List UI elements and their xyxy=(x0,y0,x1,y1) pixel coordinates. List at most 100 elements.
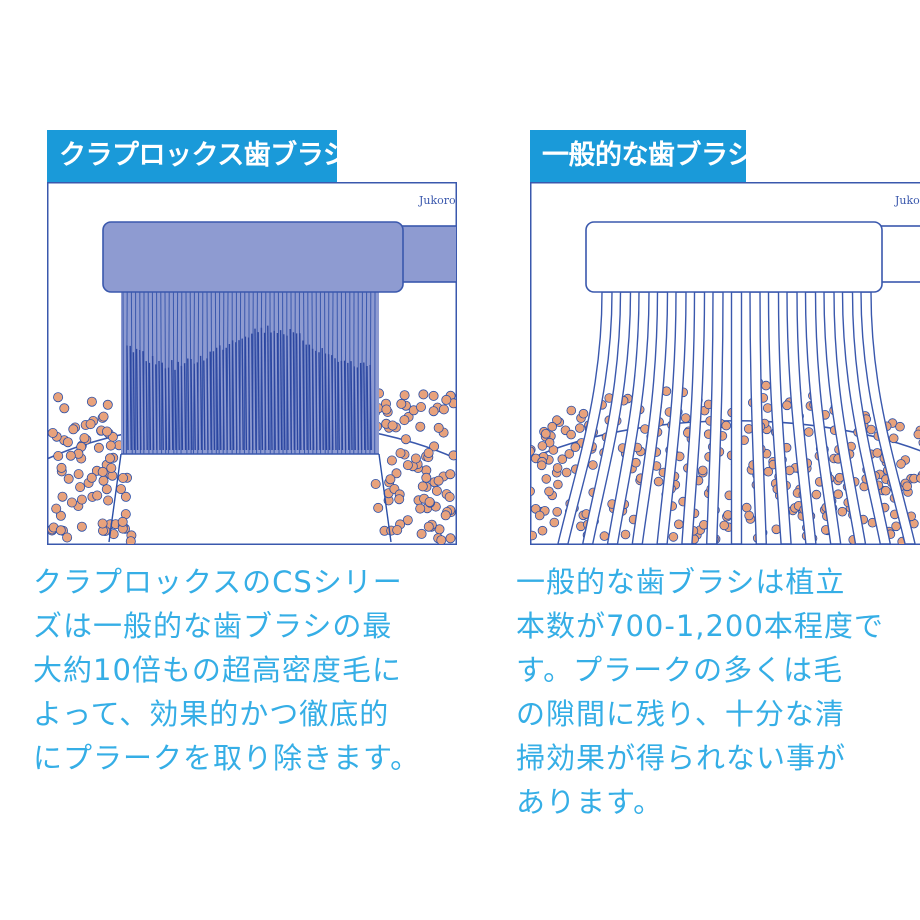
plaque-particle xyxy=(53,392,64,403)
plaque-particle xyxy=(438,404,449,415)
plaque-particle xyxy=(811,489,822,500)
bristle-tip xyxy=(187,358,190,451)
bristle-tip xyxy=(145,361,148,451)
bristle-line xyxy=(176,291,179,455)
plaque-particle xyxy=(97,466,108,477)
plaque-particle xyxy=(97,518,108,529)
bristle-tip xyxy=(151,355,155,451)
bristle-tip xyxy=(260,327,264,451)
bristle-line xyxy=(256,291,258,455)
bristle-tip xyxy=(129,345,132,451)
plaque-particle xyxy=(62,532,73,543)
plaque-particle xyxy=(92,490,103,501)
bristle-tip xyxy=(158,360,161,451)
plaque-particle xyxy=(65,450,76,461)
plaque-particle xyxy=(744,510,754,521)
bristle-tip xyxy=(340,360,344,451)
plaque-particle xyxy=(53,450,64,461)
plaque-particle xyxy=(440,510,451,521)
bristle-tip xyxy=(164,368,168,451)
plaque-particle xyxy=(381,404,392,415)
bristle-tuft xyxy=(823,291,867,544)
plaque-particle xyxy=(544,486,554,497)
plaque-particle xyxy=(916,473,920,483)
bristle-tip xyxy=(359,362,363,451)
bristle-tuft xyxy=(631,291,669,544)
plaque-particle xyxy=(63,473,74,484)
plaque-particle xyxy=(57,491,68,502)
bristle-tip xyxy=(257,332,260,451)
plaque-particle xyxy=(55,525,66,536)
plaque-particle xyxy=(668,532,679,542)
bristle-tip xyxy=(270,332,273,451)
bristle-tip xyxy=(126,345,129,451)
regular-brush-illustration: Jukoro xyxy=(530,182,920,545)
bristle-tip xyxy=(292,332,296,451)
bristle-line xyxy=(277,291,280,455)
tooth-edge xyxy=(108,453,122,543)
bristle-tip xyxy=(219,345,222,451)
bristle-tip xyxy=(244,336,248,451)
brand-label: Jukoro xyxy=(418,194,456,207)
plaque-particle xyxy=(424,496,435,507)
description-line: ズは一般的な歯ブラシの最 xyxy=(33,609,393,643)
bristle-tip xyxy=(135,348,139,451)
plaque-particle xyxy=(721,420,732,431)
plaque-particle xyxy=(537,525,548,536)
bristle-tip xyxy=(199,355,203,451)
plaque-particle xyxy=(55,510,66,521)
bristle-tip xyxy=(356,367,360,451)
plaque-particle xyxy=(913,429,920,440)
plaque-particle xyxy=(51,503,62,514)
plaque-particle xyxy=(880,485,891,496)
plaque-particle xyxy=(101,484,112,495)
plaque-particle xyxy=(86,396,97,407)
plaque-particle xyxy=(75,482,86,493)
plaque-particle xyxy=(552,463,563,473)
plaque-particle xyxy=(68,424,79,435)
plaque-particle xyxy=(402,460,413,471)
plaque-particle xyxy=(66,497,77,508)
plaque-particle xyxy=(895,421,905,432)
bristle-tip xyxy=(353,366,356,451)
bristle-tip xyxy=(190,358,193,451)
bristle-tuft xyxy=(730,291,743,544)
bristle-tip xyxy=(180,365,184,451)
panel-regular: 一般的な歯ブラシ Jukoro 一般的な歯ブラシは植立 本数が700-1,200… xyxy=(483,0,920,920)
bristle-tuft xyxy=(749,291,768,544)
bristle-line xyxy=(185,291,188,455)
plaque-particle xyxy=(118,472,129,483)
bristle-tip xyxy=(177,361,180,451)
plaque-particle xyxy=(445,533,456,544)
plaque-particle xyxy=(418,389,429,400)
bristle-tip xyxy=(241,338,244,451)
brush-head-body xyxy=(585,221,883,293)
plaque-particle xyxy=(564,449,575,459)
panel-description: クラプロックスのCSシリー ズは一般的な歯ブラシの最 大約10倍もの超高密度毛に… xyxy=(33,560,473,780)
plaque-particle xyxy=(433,475,444,486)
tooth-edge xyxy=(378,453,392,543)
plaque-particle xyxy=(566,429,576,440)
plaque-particle xyxy=(86,472,97,483)
curaprox-brush-illustration: Jukoro xyxy=(47,182,457,545)
bristle-tip xyxy=(276,332,280,451)
bristle-tip xyxy=(308,344,312,451)
plaque-particle xyxy=(105,453,116,464)
plaque-particle xyxy=(653,476,664,487)
bristle-tuft xyxy=(767,291,792,544)
plaque-particle xyxy=(402,515,413,526)
bristle-line xyxy=(210,291,213,455)
bristle-tip xyxy=(369,364,372,451)
bristle-tip xyxy=(327,354,331,451)
plaque-particle xyxy=(48,428,58,438)
plaque-particle xyxy=(561,467,572,478)
plaque-particle xyxy=(62,437,73,448)
plaque-particle xyxy=(85,419,96,430)
plaque-particle xyxy=(761,380,771,391)
plaque-particle xyxy=(385,474,396,485)
plaque-particle xyxy=(421,472,432,483)
plaque-particle xyxy=(400,434,411,445)
plaque-particle xyxy=(415,421,426,432)
plaque-particle xyxy=(415,401,426,412)
bristle-tip xyxy=(142,351,145,451)
